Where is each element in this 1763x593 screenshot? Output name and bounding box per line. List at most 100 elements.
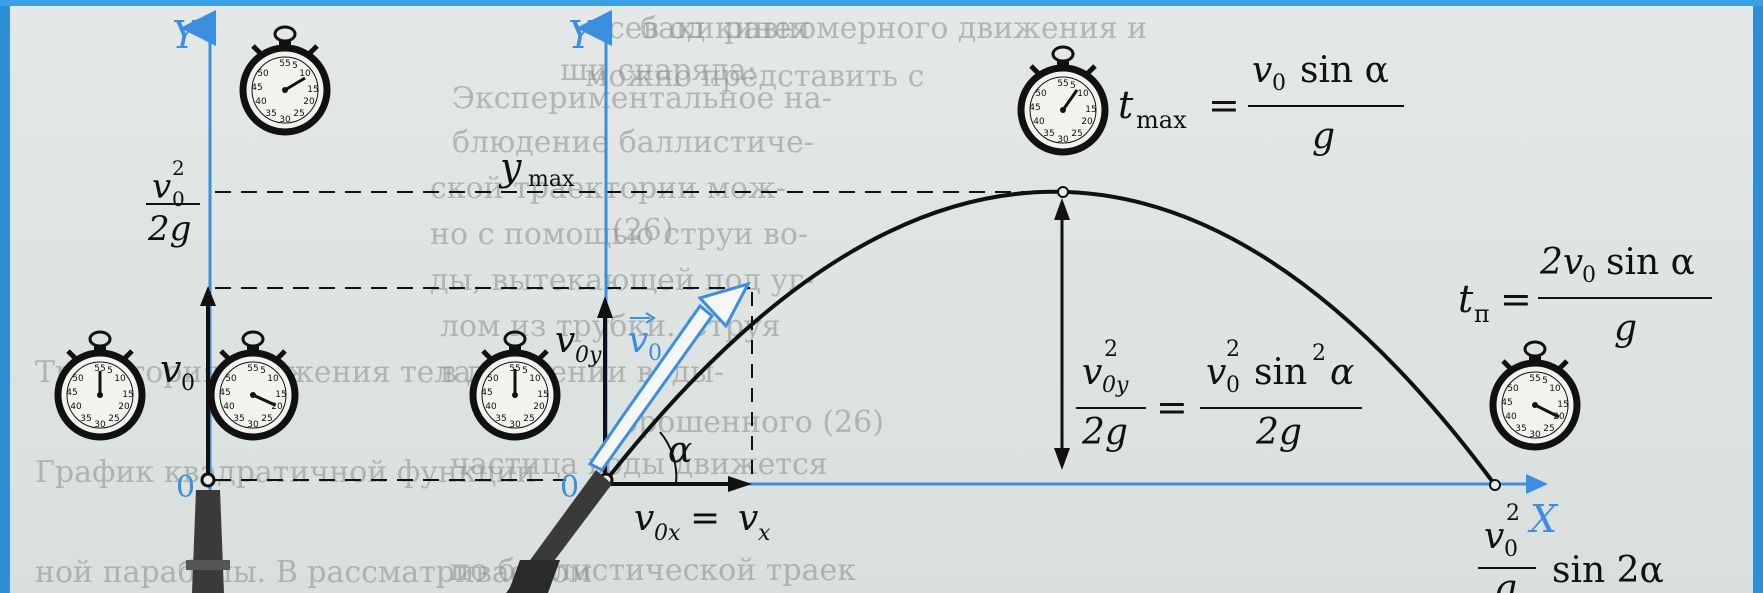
stopwatch-dial-number: 30 xyxy=(279,115,291,125)
tp-num-sub: 0 xyxy=(1582,263,1596,288)
stopwatch-dial-number: 30 xyxy=(1529,430,1541,440)
stopwatch-dial-number: 25 xyxy=(1071,129,1082,139)
stopwatch-dial-number: 40 xyxy=(70,402,82,412)
stopwatch-dial-number: 25 xyxy=(293,109,304,119)
background-text: сев од кинея ши снаряда: Экспериментальн… xyxy=(35,11,1147,590)
stopwatch-dial-number: 45 xyxy=(219,388,230,398)
right-frame xyxy=(1753,0,1763,593)
tp-num-rest: sin α xyxy=(1606,242,1695,283)
bg-line: но с помощью струи во- xyxy=(430,217,808,252)
left-v0-label: v xyxy=(160,347,182,391)
stopwatch-dial-number: 25 xyxy=(108,414,119,424)
h-mid-num: v xyxy=(1082,352,1102,393)
bg-line: График квадратичной функции xyxy=(35,455,536,490)
stopwatch-dial-number: 40 xyxy=(485,402,497,412)
stopwatch-dial-number: 35 xyxy=(1043,129,1054,139)
stopwatch-dial-number: 5 xyxy=(107,366,113,376)
alpha-label: α xyxy=(668,430,692,471)
h-mid-num2-sin: sin xyxy=(1254,352,1307,393)
h-left-num-sup: 2 xyxy=(172,156,185,180)
right-origin-label: 0 xyxy=(560,470,579,505)
landing-point xyxy=(1489,479,1501,491)
range-num-sub: 0 xyxy=(1504,537,1518,562)
stopwatch-dial-number: 55 xyxy=(247,364,258,374)
vec-v0-label: v xyxy=(628,320,648,361)
stopwatch-dial-number: 40 xyxy=(223,402,235,412)
bg-line: ной параболы. В рассматриваемом xyxy=(35,555,592,590)
stopwatch-dial-number: 5 xyxy=(292,61,298,71)
stopwatch-dial-number: 30 xyxy=(247,420,259,430)
stopwatch-dial-number: 40 xyxy=(1033,117,1045,127)
tp-den: g xyxy=(1614,308,1637,349)
left-frame xyxy=(0,0,10,593)
ymax-sub: max xyxy=(528,167,575,192)
stopwatch-dial-number: 55 xyxy=(279,59,290,69)
stopwatch-dial-number: 20 xyxy=(118,402,130,412)
stopwatch-dial-number: 45 xyxy=(1029,103,1040,113)
bg-line: частица воды движется xyxy=(450,447,828,482)
v0x-label: v xyxy=(634,498,654,539)
stopwatch-dial-number: 55 xyxy=(509,364,520,374)
h-left-den: 2g xyxy=(147,209,191,249)
stopwatch-dial-number: 15 xyxy=(275,390,286,400)
stopwatch-dial-number: 55 xyxy=(1529,374,1540,384)
bg-line: баки равномерного движения и xyxy=(640,11,1147,46)
stopwatch-dial-number: 10 xyxy=(1549,384,1561,394)
stopwatch-dial-number: 50 xyxy=(1507,384,1519,394)
tp-sub: п xyxy=(1474,300,1490,328)
stopwatch-dial-number: 10 xyxy=(299,69,311,79)
tp-num-pre: 2v xyxy=(1539,242,1583,283)
stopwatch-dial-number: 5 xyxy=(260,366,266,376)
h-mid-num2-alpha: α xyxy=(1330,352,1354,393)
stopwatch-dial-number: 15 xyxy=(307,85,318,95)
stopwatch-dial-number: 10 xyxy=(267,374,279,384)
v0y-label: v xyxy=(555,320,575,361)
stopwatch-dial-number: 20 xyxy=(1081,117,1093,127)
left-y-label: Y xyxy=(172,13,201,57)
stopwatch-dial-number: 25 xyxy=(1543,424,1554,434)
stopwatch-dial-number: 40 xyxy=(255,97,267,107)
stopwatch-dial-number: 35 xyxy=(495,414,506,424)
stopwatch-dial-number: 40 xyxy=(1505,412,1517,422)
bg-line: можно представить с xyxy=(585,59,924,94)
v0x-arrowhead xyxy=(728,476,752,492)
vec-v0-sub: 0 xyxy=(648,341,662,366)
v0y-arrowhead xyxy=(597,296,613,318)
stopwatch-dial-number: 50 xyxy=(257,69,269,79)
tmax-num-rest: sin α xyxy=(1300,50,1389,91)
h-left-num: v xyxy=(152,167,171,207)
h-mid-eq: = xyxy=(1156,385,1188,429)
left-nozzle-icon xyxy=(186,490,230,593)
tp-eq: = xyxy=(1500,277,1532,321)
height-arrowhead-up xyxy=(1054,198,1070,220)
stopwatch-dial-number: 50 xyxy=(487,374,499,384)
bg-line: Экспериментальное на- xyxy=(452,81,832,116)
vx-label: v xyxy=(738,498,758,539)
stopwatch-dial-number: 5 xyxy=(522,366,528,376)
range-num-sup: 2 xyxy=(1506,501,1520,526)
v0y-sub: 0y xyxy=(575,343,602,368)
apex-point xyxy=(1057,186,1069,198)
bg-line: ши снаряда: xyxy=(560,53,757,88)
v0x-sub: 0x xyxy=(654,521,681,546)
alpha-arc xyxy=(659,431,678,485)
bg-line: ской траектории мож- xyxy=(430,171,786,206)
stopwatch-dial-number: 50 xyxy=(1035,89,1047,99)
h-left-num-sub: 0 xyxy=(172,187,185,211)
range-num: v xyxy=(1484,516,1504,557)
stopwatch-dial-number: 30 xyxy=(94,420,106,430)
range-rest: sin 2α xyxy=(1552,550,1664,591)
stopwatch-dial-number: 20 xyxy=(533,402,545,412)
left-origin-point xyxy=(200,472,216,488)
tmax-sub: max xyxy=(1136,106,1187,134)
v0x-eq: = xyxy=(690,498,720,539)
stopwatch-dial-number: 15 xyxy=(122,390,133,400)
left-origin-label: 0 xyxy=(176,470,195,505)
bg-line: сев од кинея xyxy=(608,11,810,46)
stopwatch-dial-number: 35 xyxy=(80,414,91,424)
stopwatch-dial-number: 5 xyxy=(1542,376,1548,386)
